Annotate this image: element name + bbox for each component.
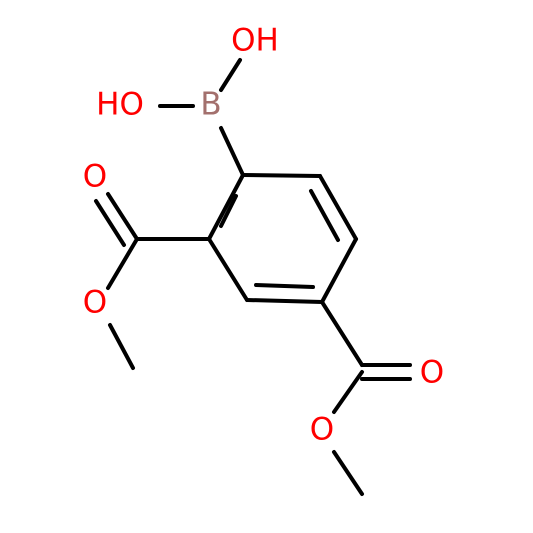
ring-bond-c5-c6-inner (309, 189, 340, 242)
bond-boron-oh-top (219, 58, 242, 92)
bond-ester-top-ether (106, 237, 139, 290)
ring-bond-c1-c2 (207, 173, 245, 241)
ester-top-carbonyl-oxygen-label: O (83, 159, 107, 195)
bond-c1-boron (219, 126, 245, 177)
ring-bond-c3-c4 (245, 298, 324, 304)
boron-label: B (200, 87, 221, 123)
bond-ester-top-carbonyl-1 (106, 192, 139, 241)
ester-bottom-ether-oxygen-label: O (310, 412, 334, 448)
bond-c4-ester-carbon (320, 300, 364, 367)
ring-bond-c5-c6 (318, 174, 358, 241)
bond-ester-top-carbonyl-2 (94, 199, 126, 247)
ring-bond-c1-c2-inner (219, 194, 238, 228)
bond-ester-bottom-methyl (332, 450, 364, 496)
ring-bond-c4-c5 (320, 237, 358, 304)
ring-bond-c2-c3 (207, 237, 249, 302)
hydroxyl-left-label: HO (96, 87, 144, 123)
ring-bond-c6-c1 (241, 173, 322, 178)
bond-ester-bottom-ether (332, 370, 364, 414)
hydroxyl-top-label: OH (231, 23, 279, 59)
ester-top-ether-oxygen-label: O (83, 285, 107, 321)
bond-ester-top-methyl (108, 323, 135, 370)
ester-bottom-carbonyl-oxygen-label: O (420, 355, 444, 391)
ring-bond-c3-c4-inner (254, 283, 315, 289)
